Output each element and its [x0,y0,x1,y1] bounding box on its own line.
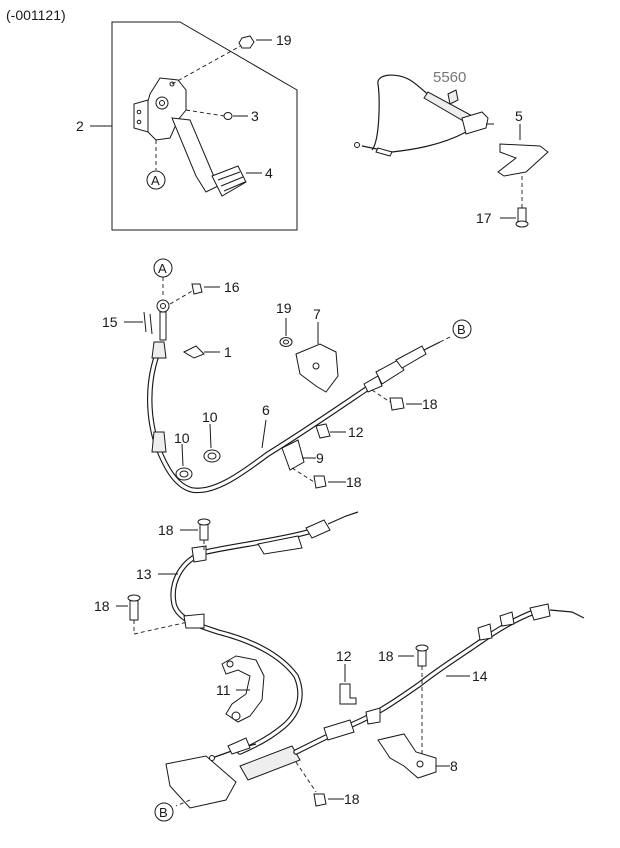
label-8[interactable]: 8 [450,758,458,774]
label-3[interactable]: 3 [251,108,259,124]
clip-15 [143,311,153,335]
ref-a-circle-top [146,170,166,190]
pedal-bracket-flange [133,99,149,133]
cable-boot-lower [151,431,167,453]
label-2[interactable]: 2 [76,118,84,134]
ref-b-circle-bottom [154,802,174,822]
ref-a-label-mid[interactable]: A [158,261,167,276]
label-19-top[interactable]: 19 [276,32,292,48]
cable-end-fitting [375,147,393,157]
handle-assembly-group: 5560 5 17 [354,69,549,228]
bolt-18-mid-right [389,397,405,411]
label-19-mid[interactable]: 19 [276,300,292,316]
handle-body [461,111,489,135]
leader-10-left [181,443,184,467]
cable-14-fitting [323,719,355,741]
cable-14-end [529,603,551,621]
bolt-18-rear-bottom [313,793,327,807]
rear-cables-group: 13 18 18 11 B 18 [94,511,585,822]
cable-boot-upper [151,341,167,359]
handle-lever-5 [497,143,549,177]
clip-12-rear [339,683,357,705]
ref-b-label-bottom[interactable]: B [159,805,168,820]
bolt-16 [191,283,203,295]
ref-a-label-top[interactable]: A [151,173,160,188]
label-5560[interactable]: 5560 [433,69,466,86]
bracket-8 [377,733,437,779]
nut-19-top [238,35,255,49]
pedal-pad [211,165,247,197]
label-7[interactable]: 7 [313,306,321,322]
label-16[interactable]: 16 [224,279,240,295]
label-12-rear[interactable]: 12 [336,648,352,664]
label-18-rear-bottom[interactable]: 18 [344,791,360,807]
label-4[interactable]: 4 [265,165,273,181]
bolt-3 [223,112,233,120]
front-cable-group: A 16 15 6 B 18 [102,258,472,494]
equalizer-bracket [165,755,237,809]
label-15[interactable]: 15 [102,314,118,330]
label-11[interactable]: 11 [216,682,231,698]
label-1[interactable]: 1 [224,344,232,360]
leader-6 [261,419,267,449]
diagram-code: (-001121) [6,7,66,23]
ref-b-label-mid[interactable]: B [457,322,466,337]
leader-10-right [209,423,212,449]
label-14[interactable]: 14 [472,668,488,684]
label-18-rear-left[interactable]: 18 [94,598,110,614]
clip-1 [182,345,205,359]
cable-13-bracket-lower [183,613,205,629]
pedal-assembly-group: 2 4 3 19 A [76,21,298,231]
handle-cable [371,74,441,151]
equalizer-housing [239,745,301,781]
clamp-9 [281,439,305,471]
cable-13-end [305,519,331,539]
label-18-mid-right[interactable]: 18 [422,396,438,412]
label-12-mid[interactable]: 12 [348,424,364,440]
label-13[interactable]: 13 [136,566,152,582]
label-6[interactable]: 6 [262,402,270,418]
bolt-17 [517,207,527,223]
ref-b-circle-mid [452,319,472,339]
label-18-mid-lower[interactable]: 18 [346,474,362,490]
label-10-left[interactable]: 10 [174,430,190,446]
bolt-18-mid-lower [313,475,327,489]
label-9[interactable]: 9 [316,450,324,466]
pedal-arm [171,117,219,193]
label-18-rear-upper[interactable]: 18 [158,522,174,538]
label-18-rear-right[interactable]: 18 [378,648,394,664]
cable-13-bracket-upper [257,535,303,555]
label-10-right[interactable]: 10 [202,409,218,425]
pedal-assembly-frame [111,21,298,231]
label-5[interactable]: 5 [515,108,523,124]
clip-12-mid [315,423,331,439]
label-17[interactable]: 17 [476,210,492,226]
